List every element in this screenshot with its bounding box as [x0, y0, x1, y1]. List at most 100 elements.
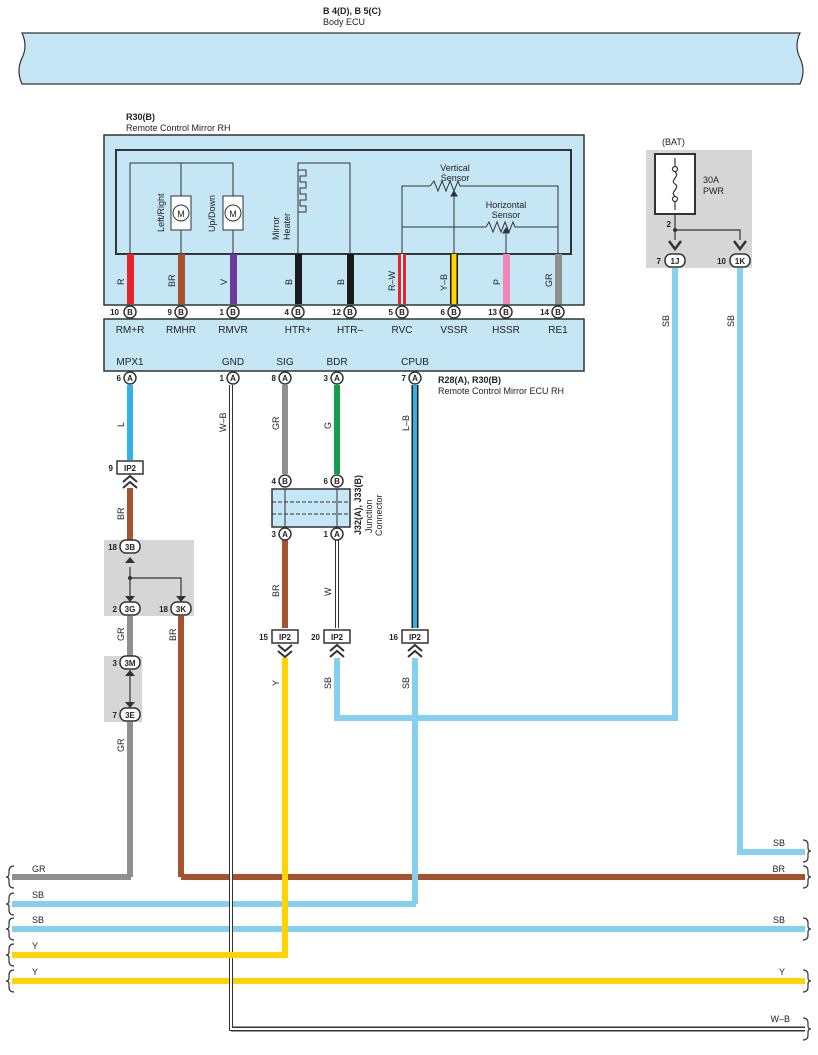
lower-wire-labels: L W–B GR G L–B BR GR BR GR BR W Y SB SB … — [116, 315, 736, 752]
wire-color-v: V — [219, 279, 229, 285]
svg-text:5: 5 — [389, 308, 394, 317]
bus-label-sb2: SB — [32, 915, 44, 925]
svg-text:A: A — [334, 530, 340, 539]
hsensor-label-1: Horizontal — [486, 200, 527, 210]
horizontal-sensor: Horizontal Sensor — [486, 200, 527, 220]
term-gnd: GND — [222, 357, 244, 368]
svg-text:1J: 1J — [671, 257, 680, 266]
lower-pin-row: 6 A 1 A 8 A 3 A 7 A — [117, 371, 422, 385]
svg-text:14: 14 — [540, 308, 549, 317]
term-rvc: RVC — [392, 325, 413, 336]
term-htr-plus: HTR+ — [285, 325, 312, 336]
wire-color-br: BR — [167, 274, 177, 287]
svg-text:8: 8 — [272, 374, 277, 383]
junction-3g: 2 3G — [113, 601, 141, 616]
wire-label-jc-w: W — [323, 587, 333, 596]
motor-up-down: M Up/Down — [207, 195, 244, 232]
vertical-sensor: Vertical Sensor — [440, 163, 470, 183]
junction-1k: 10 1K — [717, 253, 751, 268]
svg-text:18: 18 — [159, 605, 168, 614]
wire-label-g: G — [323, 422, 333, 429]
junction-block-3: 18 3B 2 3G 18 3K — [104, 539, 194, 616]
jc-name-2: Connector — [374, 494, 384, 536]
term-re1: RE1 — [548, 325, 568, 336]
wire-color-b1: B — [284, 279, 294, 285]
junction-1j: 7 1J — [657, 253, 686, 268]
svg-text:B: B — [399, 308, 405, 317]
ip2-connector-9: 9 IP2 — [109, 460, 144, 489]
mirror-internal-circuit — [129, 162, 559, 254]
hsensor-label-2: Sensor — [492, 210, 521, 220]
mirror-inner-box — [115, 149, 572, 255]
term-hssr: HSSR — [492, 325, 520, 336]
bus-label-sb2-right: SB — [773, 915, 785, 925]
svg-text:3G: 3G — [125, 605, 136, 614]
bus-label-y2: Y — [32, 967, 38, 977]
junction-block-3m-3e: 3 3M 7 3E — [104, 655, 142, 722]
bus-line-labels: GR BR SB SB SB Y Y Y W–B SB — [32, 838, 790, 1024]
motor-lr-label: Left/Right — [156, 193, 166, 232]
wire-color-p: P — [492, 279, 502, 285]
ip2-connector-20: 20 IP2 — [311, 629, 351, 658]
wire-color-rw: R–W — [387, 270, 397, 291]
upper-pin-row: 10 B RM+R 9 B RMHR 1 B RMVR 4 B HT — [110, 305, 568, 336]
svg-text:B: B — [282, 477, 288, 486]
pin-htr-minus: 12 B HTR– — [332, 305, 364, 336]
term-vssr: VSSR — [440, 325, 467, 336]
wire-label-3g-gr: GR — [116, 627, 126, 641]
svg-text:7: 7 — [113, 711, 118, 720]
svg-text:IP2: IP2 — [279, 633, 292, 642]
svg-text:4: 4 — [285, 308, 290, 317]
junction-3b: 18 3B — [108, 539, 141, 554]
body-ecu-box — [18, 32, 804, 85]
fuse-name: PWR — [703, 186, 724, 196]
vsensor-label-2: Sensor — [441, 173, 470, 183]
jc-pin-b6: 6 B — [324, 474, 344, 488]
term-rmhr: RMHR — [166, 325, 196, 336]
svg-text:3: 3 — [324, 374, 329, 383]
svg-text:6: 6 — [324, 477, 329, 486]
wire-label-wb: W–B — [218, 412, 228, 432]
mirror-code: R30(B) — [126, 112, 155, 122]
svg-text:B: B — [347, 308, 353, 317]
junction-connector: 4 B 6 B 3 A 1 A J32(A), J33(B) Junction … — [271, 474, 384, 541]
svg-text:B: B — [127, 308, 133, 317]
svg-text:1: 1 — [220, 374, 225, 383]
svg-text:IP2: IP2 — [124, 464, 137, 473]
svg-text:3: 3 — [272, 530, 277, 539]
wire-label-ip2-9-br: BR — [116, 507, 126, 520]
motor-ud-label: Up/Down — [207, 195, 217, 232]
mirror-rh: R30(B) Remote Control Mirror RH M Left/R… — [103, 112, 585, 306]
wire-color-b2: B — [336, 279, 346, 285]
bus-end-braces — [5, 839, 812, 1041]
svg-text:IP2: IP2 — [331, 633, 344, 642]
body-ecu-name: Body ECU — [323, 17, 365, 27]
mirror-ecu: 10 B RM+R 9 B RMHR 1 B RMVR 4 B HT — [103, 305, 585, 396]
jc-name-1: Junction — [364, 499, 374, 533]
bus-label-sb-top: SB — [773, 838, 785, 848]
term-rmvr: RMVR — [218, 325, 247, 336]
wire-label-ip2-15-y: Y — [271, 680, 281, 686]
heater-label-2: Heater — [282, 213, 292, 240]
pin-htr-plus: 4 B HTR+ — [285, 305, 312, 336]
svg-text:B: B — [555, 308, 561, 317]
svg-text:3B: 3B — [125, 543, 135, 552]
pin-mpx1: 6 A — [117, 371, 137, 385]
svg-text:A: A — [334, 374, 340, 383]
term-htr-minus: HTR– — [337, 325, 364, 336]
fuse-node: 2 — [667, 220, 672, 229]
svg-text:12: 12 — [332, 308, 341, 317]
svg-text:4: 4 — [272, 477, 277, 486]
wire-color-yb: Y–B — [439, 274, 449, 291]
wire-color-gr: GR — [544, 273, 554, 287]
junction-connector-box — [271, 488, 351, 528]
bus-label-gr: GR — [32, 864, 46, 874]
heater-label-1: Mirror — [271, 217, 281, 241]
svg-text:A: A — [230, 374, 236, 383]
svg-text:16: 16 — [389, 633, 398, 642]
svg-text:A: A — [127, 374, 133, 383]
motor-left-right: M Left/Right — [156, 193, 192, 232]
wire-label-sig-gr: GR — [271, 416, 281, 430]
svg-text:A: A — [282, 530, 288, 539]
